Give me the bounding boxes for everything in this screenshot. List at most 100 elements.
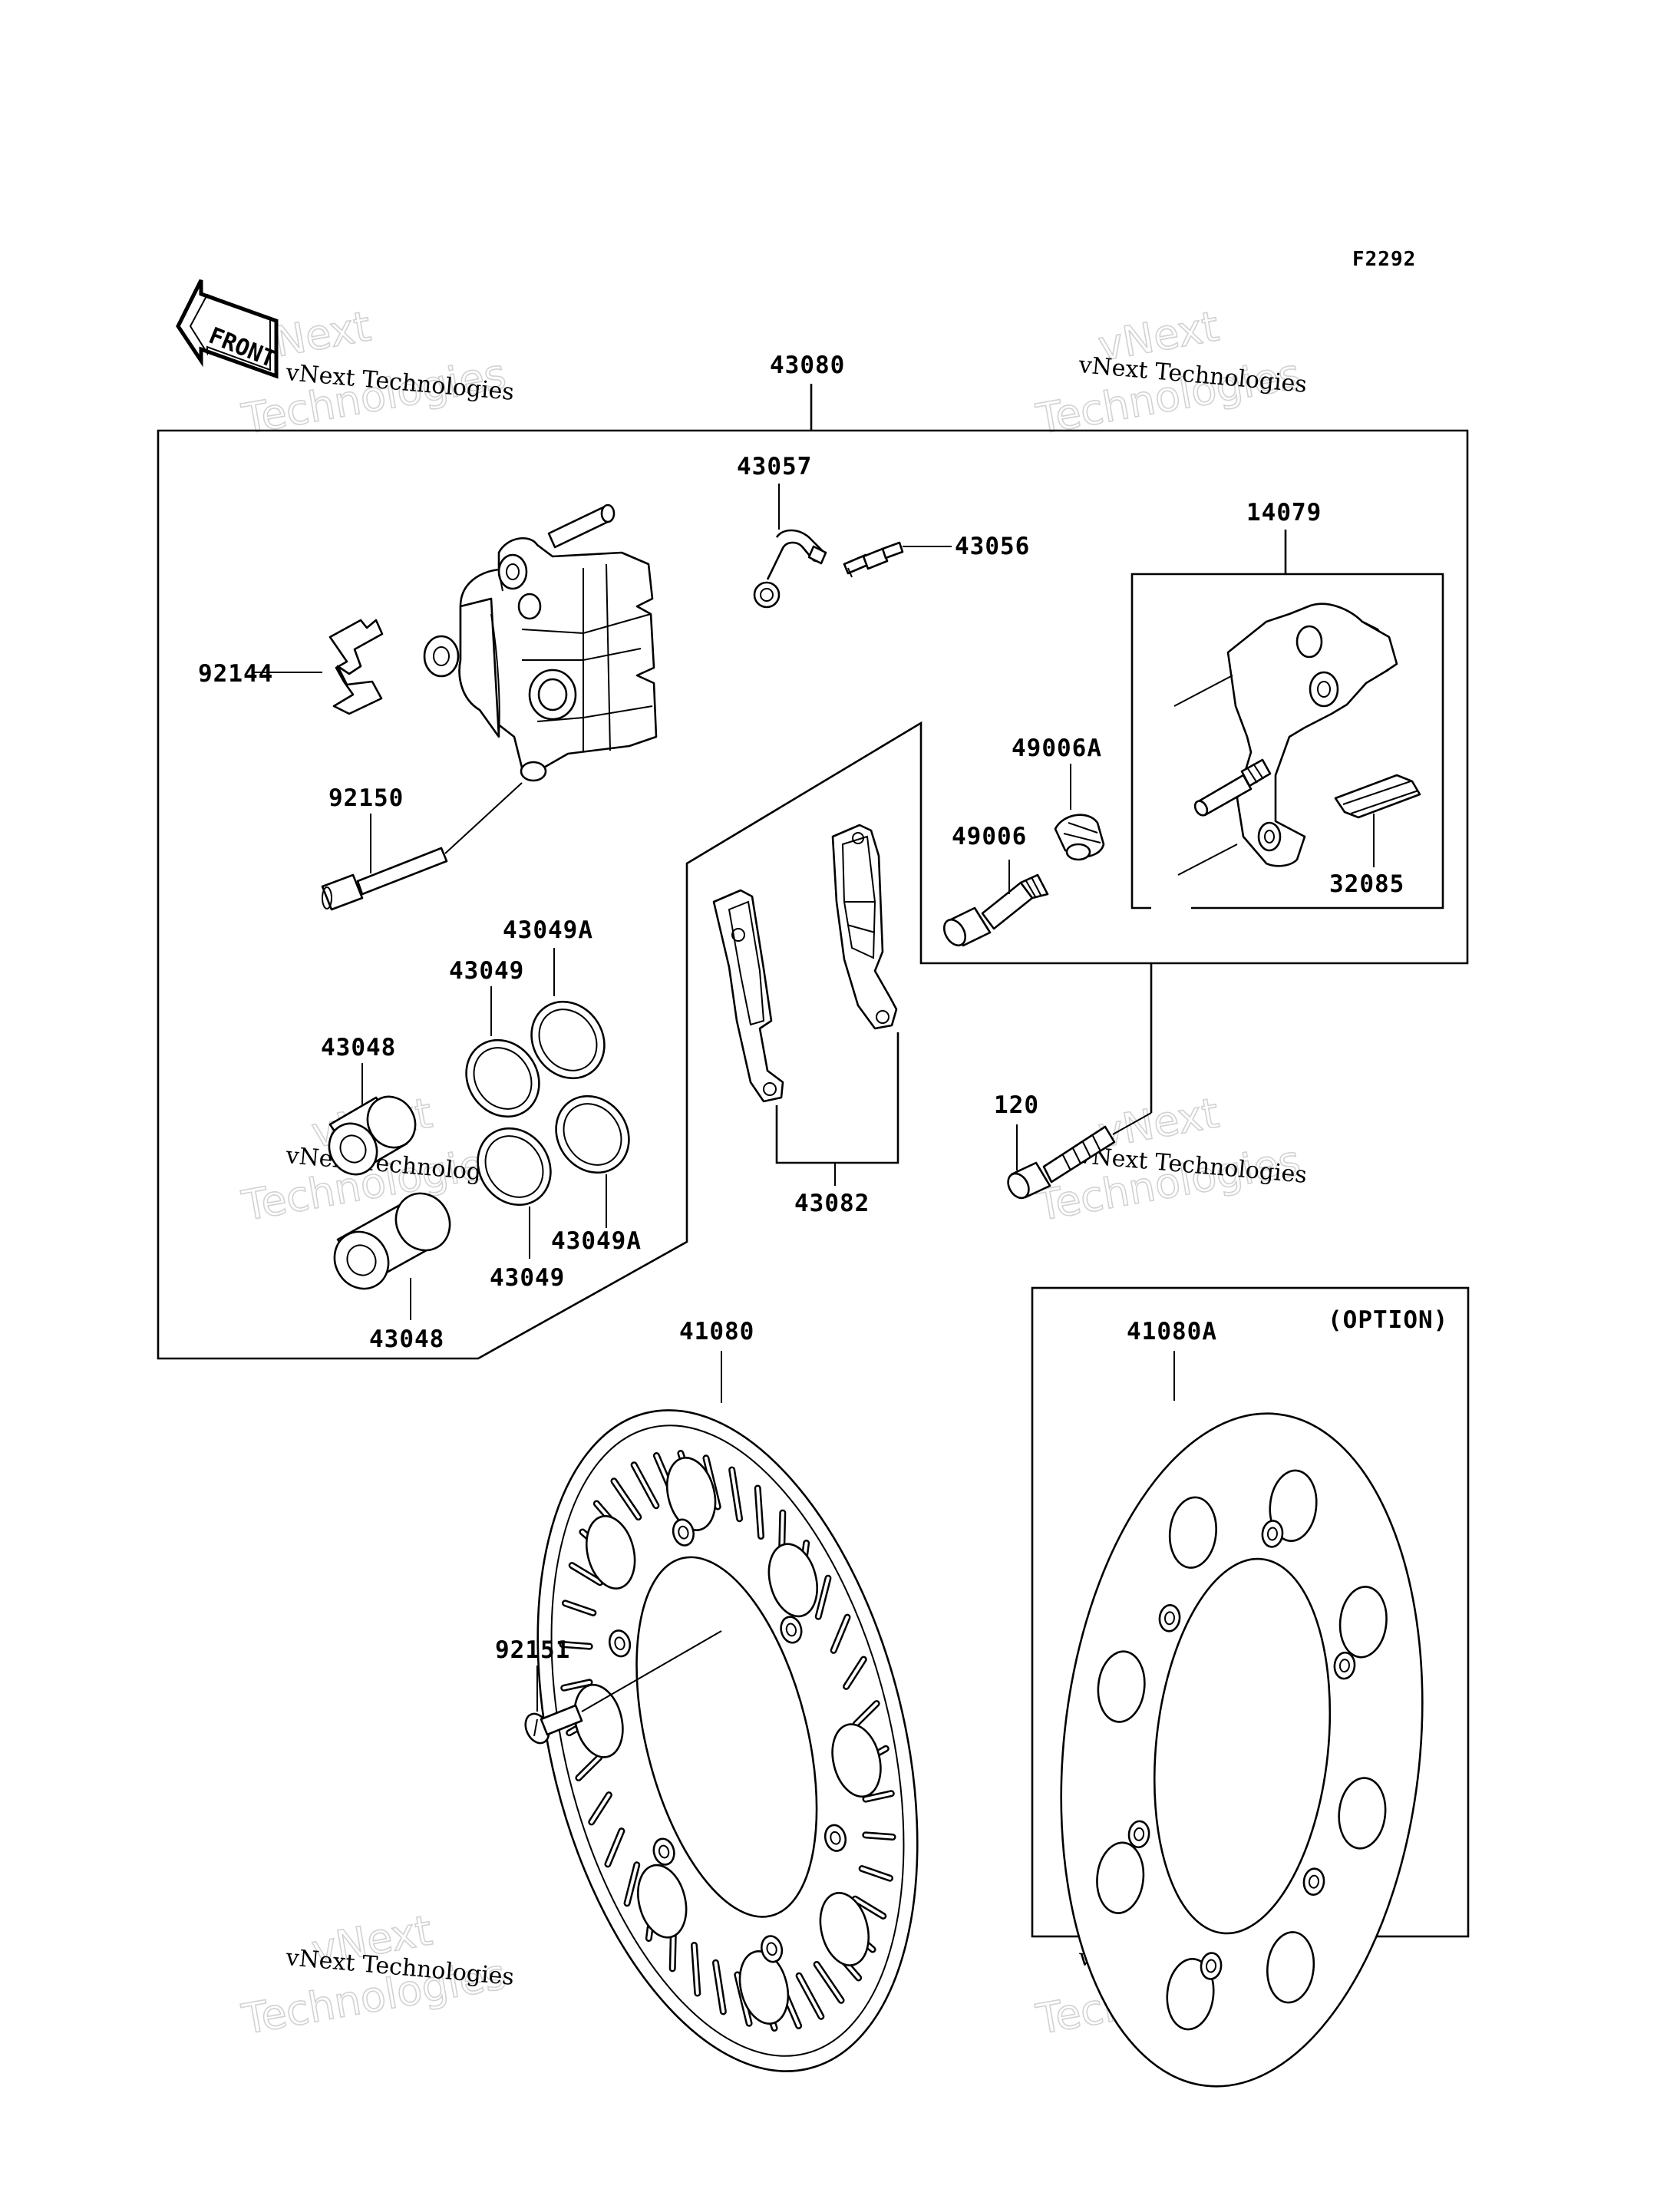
- callout-49006A: 49006A: [1012, 735, 1102, 762]
- disc-bolt-hole-inner: [678, 1525, 689, 1540]
- watermark-bottom-left: vNext Technologies vNext Technologies: [238, 1906, 516, 2045]
- brake-disc-41080: [536, 1409, 919, 2072]
- caliper-body: [423, 503, 658, 782]
- disc-slot-inner: [563, 1601, 595, 1615]
- brake-pad-left: [712, 889, 784, 1103]
- disc-slot-inner: [815, 1963, 843, 2002]
- disc-bolt-hole-inner: [1266, 1527, 1278, 1541]
- disc-bolt-hole-inner: [1134, 1827, 1145, 1841]
- disc-slot-inner: [560, 1642, 592, 1649]
- callout-92150: 92150: [328, 784, 404, 812]
- callout-43049-top: 43049: [449, 957, 524, 985]
- disc-slot-inner: [832, 1616, 850, 1652]
- disc-bolt-hole: [652, 1837, 675, 1866]
- front-arrow-icon: FRONT: [176, 279, 279, 379]
- disc-slot-inner: [576, 1755, 601, 1780]
- mounting-bolt-120: [1007, 1125, 1116, 1200]
- disc-window: [1338, 1586, 1388, 1659]
- watermark-top-left: vNext Technologies vNext Technologies: [238, 302, 516, 444]
- disc-bolt-hole: [1127, 1820, 1150, 1849]
- disc-window: [637, 1864, 688, 1939]
- disc-window: [1168, 1496, 1217, 1569]
- slide-pin-49006: [942, 873, 1049, 947]
- piston-43048-bottom: [333, 1192, 451, 1290]
- disc-bolt-hole-inner: [1163, 1611, 1176, 1626]
- disc-window: [767, 1543, 818, 1618]
- option-label: (OPTION): [1328, 1306, 1448, 1334]
- piston-seal-43049-top: [465, 1038, 540, 1118]
- callout-41080A: 41080A: [1127, 1318, 1217, 1345]
- disc-slot-inner: [730, 1468, 741, 1520]
- disc-bolt-hole-inner: [1308, 1874, 1320, 1889]
- disc-bolt-hole-inner: [1206, 1959, 1217, 1973]
- disc-slot-inner: [606, 1829, 623, 1866]
- disc-window: [1096, 1841, 1145, 1914]
- disc-bolt-hole-inner: [766, 1942, 777, 1956]
- pad-pin-92150: [321, 847, 448, 911]
- disc-bolt-hole: [1158, 1604, 1181, 1633]
- callout-14079: 14079: [1246, 499, 1322, 527]
- brake-disc-41080A: [1060, 1412, 1424, 2088]
- disc-slot-inner: [844, 1658, 866, 1689]
- bleeder-cap-43057: [753, 529, 827, 609]
- callout-43048-bottom: 43048: [369, 1325, 444, 1353]
- callout-43056: 43056: [955, 533, 1030, 560]
- disc-window: [1166, 1958, 1215, 2031]
- pad-clip-32085: [1334, 774, 1421, 819]
- callout-92144: 92144: [198, 660, 273, 688]
- disc-slot-inner: [797, 1974, 823, 2019]
- disc-bolt-hole: [780, 1616, 803, 1644]
- dust-seal-43049A-bottom: [555, 1094, 630, 1174]
- disc-bolt-hole: [608, 1629, 632, 1658]
- disc-bolt-hole-inner: [830, 1831, 841, 1845]
- disc-slot-inner: [854, 1702, 879, 1726]
- disc-window: [738, 1950, 790, 2025]
- disc-window: [831, 1723, 882, 1798]
- disc-slot-inner: [632, 1463, 658, 1507]
- piston-seal-43049-bottom: [477, 1127, 552, 1207]
- disc-slot-inner: [863, 1833, 895, 1839]
- bleeder-valve-43056: [843, 541, 904, 578]
- disc-slot-inner: [589, 1793, 611, 1824]
- disc-bolt-hole: [761, 1935, 784, 1963]
- disc-slot-inner: [562, 1680, 591, 1690]
- caliper-bracket-14079: [1193, 602, 1398, 867]
- callout-43080: 43080: [770, 352, 845, 379]
- disc-window: [1266, 1931, 1315, 2004]
- disc-window: [1269, 1469, 1318, 1542]
- callout-43057: 43057: [737, 453, 812, 480]
- disc-bolt-hole-inner: [785, 1623, 797, 1637]
- callout-43048-top: 43048: [321, 1034, 396, 1061]
- watermark-top-right: vNext Technologies vNext Technologies: [1032, 302, 1309, 444]
- disc-slot-inner: [860, 1867, 892, 1880]
- disc-bolt-hole: [1200, 1952, 1223, 1980]
- disc-bolt-hole-inner: [658, 1844, 670, 1859]
- caliper-assembly-box: [157, 384, 1469, 1360]
- callout-120: 120: [994, 1091, 1039, 1119]
- pad-spring-92144: [328, 619, 384, 715]
- callout-41080: 41080: [679, 1318, 754, 1345]
- brake-pad-right: [831, 824, 898, 1030]
- disc-slot-inner: [612, 1479, 640, 1519]
- callout-32085: 32085: [1329, 870, 1404, 898]
- disc-bolt-hole: [672, 1518, 695, 1547]
- callout-43049A-top: 43049A: [503, 916, 593, 944]
- disc-window: [1338, 1777, 1387, 1850]
- disc-bolt-hole: [1333, 1651, 1356, 1680]
- disc-window: [819, 1892, 870, 1966]
- dust-seal-43049A-top: [530, 1000, 606, 1080]
- figure-code: F2292: [1352, 248, 1416, 271]
- disc-bolt-hole-inner: [1338, 1659, 1350, 1673]
- disc-slot-inner: [714, 1961, 725, 2013]
- disc-window: [665, 1457, 717, 1531]
- disc-bolt-hole: [1261, 1520, 1284, 1548]
- disc-window: [586, 1515, 636, 1590]
- disc-bolt-hole: [823, 1824, 847, 1852]
- disc-slot-inner: [692, 1943, 699, 1995]
- disc-slot-inner: [853, 1897, 885, 1918]
- disc-bolt-hole-inner: [614, 1636, 625, 1651]
- disc-slot-inner: [817, 1576, 830, 1619]
- disc-bolt-hole: [1302, 1867, 1325, 1896]
- disc-window: [1097, 1650, 1146, 1723]
